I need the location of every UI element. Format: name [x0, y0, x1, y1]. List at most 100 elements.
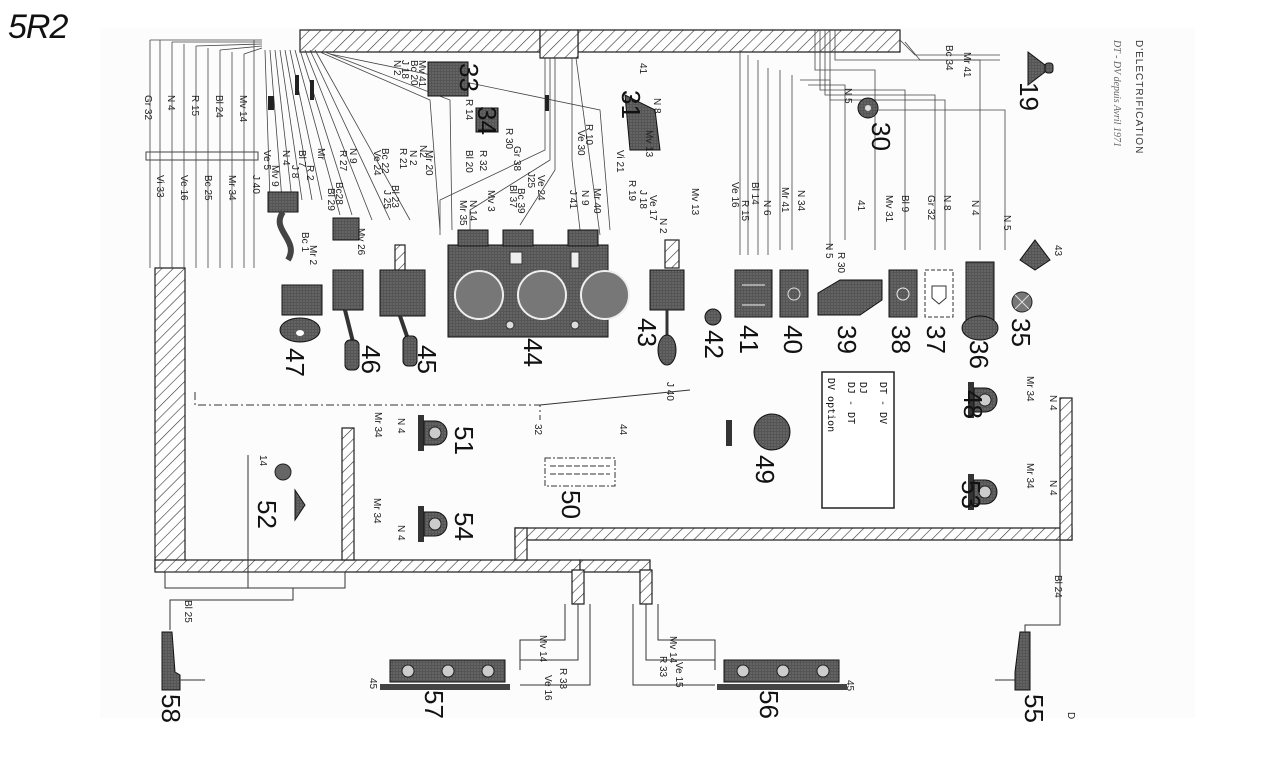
component-58-door-switch[interactable] — [161, 631, 205, 691]
component-number-47: 47 — [280, 348, 310, 377]
side-title: D'ELECTRIFICATION — [1133, 40, 1144, 154]
component-47-ignition-switch[interactable] — [267, 191, 323, 343]
wire-label-c44_bc: Gr 38 — [511, 146, 522, 171]
legend-item: DV option — [825, 378, 836, 432]
wire-label-c43: R 19 — [626, 180, 637, 202]
component-number-43: 43 — [632, 318, 662, 347]
harness-branch-57 — [571, 569, 585, 605]
wire-label-c41: Bl 14 — [749, 182, 760, 205]
harness-left-vertical — [154, 267, 186, 571]
component-49-switch[interactable] — [726, 413, 791, 451]
wire-label-c31: Mv 13 — [643, 130, 654, 158]
wire-label-c56: Ve 15 — [673, 662, 684, 688]
wire-label-c44_ve: Bl 20 — [463, 150, 474, 173]
component-34-relay[interactable] — [475, 107, 499, 133]
component-43-stalk-switch[interactable] — [649, 239, 685, 366]
component-53-lamp[interactable] — [968, 474, 998, 510]
wire-label-c44_ve: N 14 — [467, 200, 478, 222]
component-30-horn[interactable] — [857, 97, 879, 119]
wire-label-c41: Ve 16 — [729, 182, 740, 208]
wire-label-c37: Gr 32 — [925, 195, 936, 220]
legend-item: DJ — [857, 382, 868, 394]
page-title: 5R2 — [8, 8, 68, 46]
wire-label-c46: Mv 26 — [355, 228, 366, 256]
harness-bottom — [154, 559, 581, 573]
component-45-switch[interactable] — [379, 244, 426, 367]
wire-label-c58: Bl 25 — [182, 600, 193, 623]
wire-label-c33: Bc 20 — [408, 60, 419, 86]
component-52-lamp-switch[interactable] — [274, 463, 306, 522]
component-41-relay[interactable] — [734, 269, 773, 318]
component-39-fuse-box[interactable] — [817, 279, 883, 316]
wire-label-c43: Mv 13 — [689, 188, 700, 216]
component-19-sender[interactable] — [1027, 50, 1054, 87]
wire-label-c47: Mr — [315, 148, 326, 160]
component-number-19: 19 — [1014, 82, 1044, 111]
wire-label-c31: 41 — [637, 63, 648, 75]
component-56-rear-light[interactable] — [717, 659, 847, 690]
component-42-lamp[interactable] — [704, 308, 722, 326]
wire-label-c52: 14 — [257, 455, 268, 467]
component-51-lamp[interactable] — [418, 415, 448, 451]
component-57-rear-light[interactable] — [380, 659, 510, 690]
wire-label-c33: J 18 — [399, 60, 410, 79]
wire-label-c44_j: R 10 — [583, 124, 594, 146]
component-55-door-switch[interactable] — [995, 631, 1031, 691]
component-31-regulator[interactable] — [624, 94, 661, 151]
wire-label-c43: N 2 — [657, 218, 668, 234]
component-number-33: 33 — [454, 63, 484, 92]
wire-label-c47: N 4 — [280, 150, 291, 166]
wire-label-c35: 43 — [1052, 245, 1063, 257]
wire-label-c19: Bc 34 — [943, 45, 954, 71]
component-54-lamp[interactable] — [418, 506, 448, 542]
component-50-heated-window[interactable] — [544, 457, 616, 487]
component-number-53: 53 — [956, 480, 986, 509]
side-subtitle: DT - DV depuis Avril 1971 — [1111, 39, 1122, 147]
wire-label-c31: Vi 21 — [614, 150, 625, 173]
wire-label-c50: 44 — [617, 424, 628, 436]
wire-label-c47: Mr 2 — [307, 245, 318, 265]
center-wire-fan — [264, 49, 611, 236]
harness-bottom-loop — [164, 571, 346, 589]
harness-right-drop — [514, 527, 528, 561]
component-number-52: 52 — [252, 500, 282, 529]
component-33-relay[interactable] — [427, 61, 469, 97]
wire-label-c55: Bl 24 — [1052, 575, 1063, 598]
harness-branch-56 — [639, 569, 653, 605]
wire-label-c47: Bl 7 — [296, 150, 307, 168]
wire-label-c33: N 2 — [391, 60, 402, 76]
wire-label-c44_bc: Bl 37 — [507, 185, 518, 208]
component-36-siren[interactable] — [961, 261, 999, 341]
component-48-lamp[interactable] — [968, 382, 998, 418]
lower-wires — [169, 455, 1061, 686]
component-number-56: 56 — [754, 690, 784, 719]
component-number-34: 34 — [472, 106, 502, 135]
wire-label-left_lower: Ve 16 — [178, 175, 189, 201]
wire-label-c47: Bc 1 — [299, 232, 310, 252]
wire-label-left_lower: Bc 25 — [202, 175, 213, 201]
wire-label-c36: N 4 — [969, 200, 980, 216]
wire-label-c43: J 18 — [637, 190, 648, 209]
component-37-module[interactable] — [924, 269, 954, 318]
wire-label-c44_j: Mr 40 — [591, 188, 602, 214]
component-44-instrument-panel[interactable] — [447, 229, 630, 338]
wire-label-c46: Bc28 — [333, 182, 344, 205]
harness-right-vertical — [1059, 397, 1073, 541]
wire-label-c37: N 8 — [941, 195, 952, 211]
component-46-switch[interactable] — [332, 217, 364, 371]
component-number-42: 42 — [699, 330, 729, 359]
bulkhead-block — [539, 29, 579, 59]
wire-label-c50: 32 — [532, 424, 543, 436]
component-35-lamp[interactable] — [1011, 239, 1051, 313]
component-40-flasher[interactable] — [779, 269, 809, 318]
wire-label-c45: Bc 22 — [379, 148, 390, 174]
wire-label-c45: Ve 24 — [371, 150, 382, 176]
wire-label-left_lower: J 40 — [250, 175, 261, 194]
wire-label-c57: Mv 14 — [537, 635, 548, 663]
wire-label-c31: N 8 — [651, 98, 662, 114]
wire-label-c33: Mv 41 — [416, 60, 427, 88]
wire-label-c39: N 5 — [823, 243, 834, 259]
corner-mark: D — [1065, 712, 1076, 719]
component-38-relay[interactable] — [888, 269, 918, 318]
wire-label-c44_ve: R 32 — [477, 150, 488, 172]
